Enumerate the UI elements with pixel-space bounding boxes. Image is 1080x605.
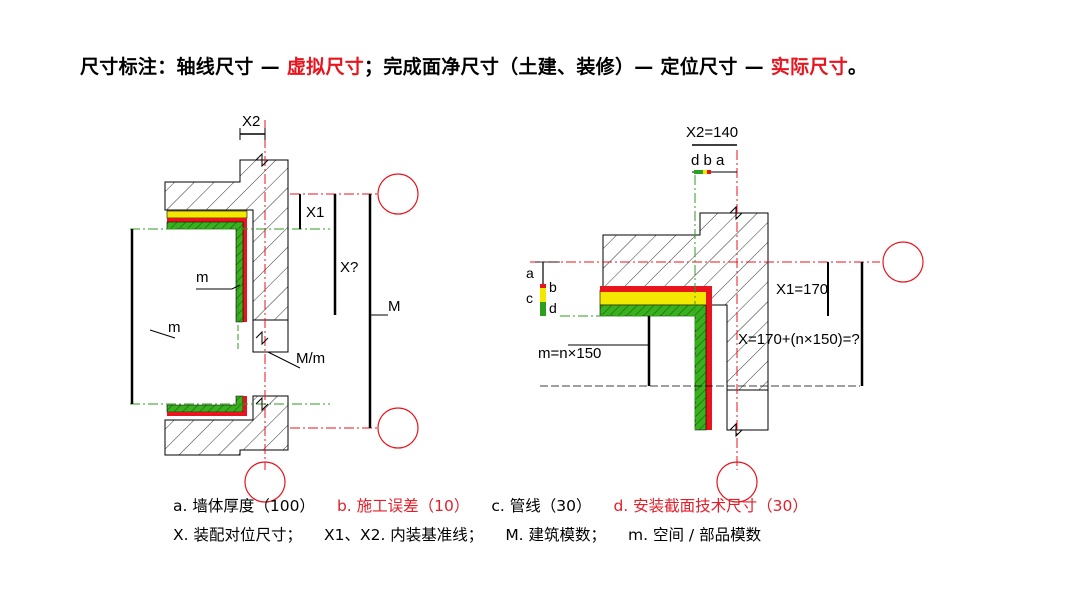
left-break-top — [255, 152, 269, 168]
left-yellow-layer — [166, 210, 248, 219]
right-label-a: a — [526, 265, 534, 281]
left-diagram: X2 X1 X? m m M M/m — [130, 113, 419, 503]
left-break-mid — [255, 330, 269, 346]
left-break-bot — [255, 396, 269, 412]
left-axis-circle-bottom — [377, 407, 419, 449]
right-label-x2: X2=140 — [686, 124, 738, 141]
title-virtual-size: 虚拟尺寸 — [286, 56, 365, 78]
right-break-bot — [729, 422, 743, 438]
legend-a: a. 墙体厚度（100） — [173, 497, 315, 515]
left-label-x1: X1 — [306, 204, 324, 221]
title-part3: ；完成面净尺寸（土建、装修）— 定位尺寸 — — [364, 56, 771, 78]
left-slab-top — [164, 159, 289, 321]
right-break-top — [729, 205, 743, 221]
left-axis-circle-lower — [244, 461, 286, 503]
right-axis-circle-bottom — [716, 461, 758, 503]
left-label-x2: X2 — [242, 113, 260, 130]
right-diagram: X2=140 d b a a b c d X1=170 X=170+(n×150… — [526, 124, 924, 503]
legend-M: M. 建筑模数； — [505, 526, 607, 544]
left-axis-circle-top — [377, 173, 419, 215]
right-wall-lower — [726, 389, 769, 431]
right-label-mformula: m=n×150 — [538, 345, 601, 362]
legend-b: b. 施工误差（10） — [336, 497, 470, 515]
right-dim-dba-yellow — [703, 170, 707, 174]
right-dim-dba-red — [707, 170, 711, 174]
right-dim-dba-green — [694, 170, 703, 174]
right-label-b: b — [549, 279, 557, 295]
legend-d: d. 安装截面技术尺寸（30） — [613, 497, 808, 515]
legend-m: m. 空间 / 部品模数 — [628, 526, 762, 544]
right-label-formula: X=170+(n×150)=? — [738, 331, 860, 348]
left-label-Mm: M/m — [296, 350, 325, 367]
right-green-layer — [599, 304, 707, 431]
right-label-dba: d b a — [691, 152, 725, 169]
right-dim-b-red — [540, 284, 546, 288]
legend-x: X. 装配对位尺寸； — [173, 526, 302, 544]
legend-x1x2: X1、X2. 内装基准线； — [323, 526, 484, 544]
page-title: 尺寸标注：轴线尺寸 — 虚拟尺寸；完成面净尺寸（土建、装修）— 定位尺寸 — 实… — [80, 52, 867, 79]
right-dim-c-yellow — [540, 288, 546, 302]
left-leader-m2 — [149, 329, 176, 339]
legend-row-1: a. 墙体厚度（100） b. 施工误差（10） c. 管线（30） d. 安装截面技… — [173, 494, 830, 516]
left-label-xq: X? — [340, 259, 358, 276]
left-slab-bottom — [164, 395, 289, 456]
left-leader-Mm — [267, 351, 301, 369]
legend-c: c. 管线（30） — [491, 497, 592, 515]
left-label-M: M — [388, 298, 401, 315]
title-part5: 。 — [848, 56, 868, 78]
legend-row-2: X. 装配对位尺寸； X1、X2. 内装基准线； M. 建筑模数； m. 空间 / 部… — [173, 523, 783, 545]
left-label-m-inner: m — [196, 269, 209, 286]
title-actual-size: 实际尺寸 — [770, 56, 848, 78]
left-wall-gap — [252, 319, 289, 353]
right-yellow-layer — [599, 289, 711, 306]
right-label-x1: X1=170 — [776, 281, 828, 298]
title-part1: 尺寸标注：轴线尺寸 — — [80, 56, 287, 78]
left-label-m-left: m — [168, 319, 181, 336]
right-label-d: d — [549, 300, 557, 316]
left-red-bottom — [167, 396, 247, 416]
right-axis-circle-right — [882, 241, 924, 283]
right-dim-d-green — [540, 302, 546, 316]
left-leader-m — [196, 284, 241, 290]
right-label-c: c — [526, 290, 533, 306]
